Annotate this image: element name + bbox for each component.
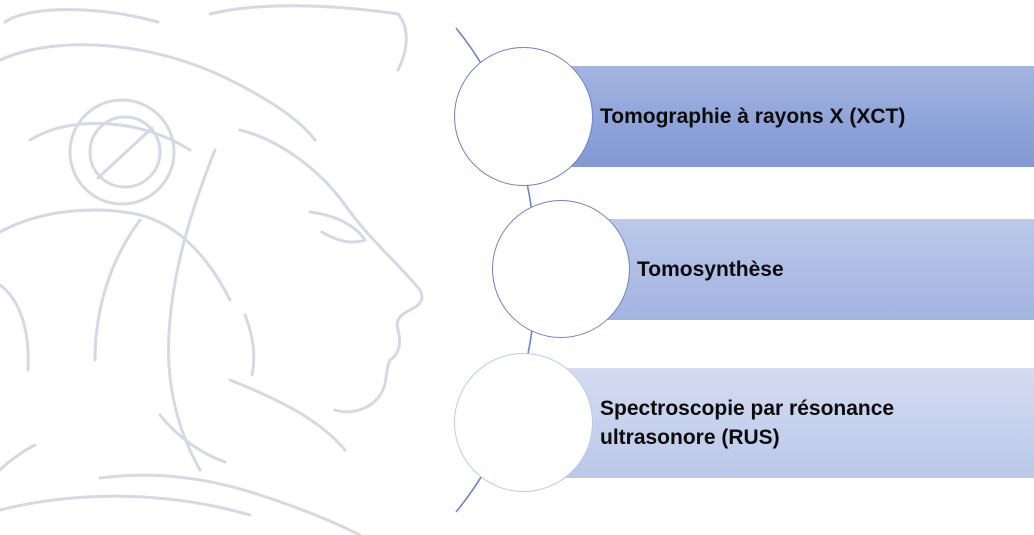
step-circle-rus	[454, 353, 593, 492]
step-circle-tomosynthese	[492, 200, 630, 338]
step-bar-tomosynthese: Tomosynthèse	[578, 219, 1034, 320]
step-label-xct: Tomographie à rayons X (XCT)	[600, 102, 905, 131]
step-label-tomosynthese: Tomosynthèse	[637, 255, 784, 284]
step-bar-xct: Tomographie à rayons X (XCT)	[547, 66, 1034, 167]
step-bar-rus: Spectroscopie par résonance ultrasonore …	[547, 368, 1034, 478]
step-circle-xct	[454, 47, 593, 186]
step-label-rus: Spectroscopie par résonance ultrasonore …	[600, 394, 1000, 452]
